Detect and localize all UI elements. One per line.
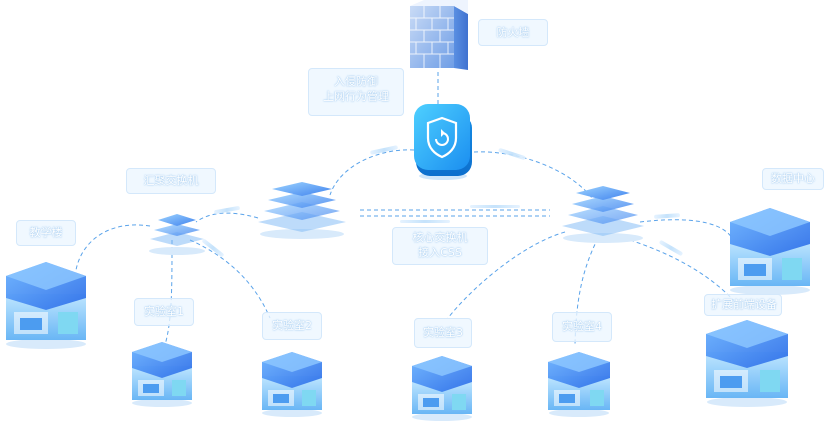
- aggregation-switch-icon: [146, 208, 208, 256]
- lab-4-icon: [544, 346, 614, 418]
- link-gateway-right-core: [473, 151, 593, 199]
- teaching-building-label: 教学楼: [16, 220, 76, 246]
- link-agg-lab2: [189, 239, 271, 319]
- lab-1-icon: [128, 336, 196, 408]
- right-core-switch-icon: [558, 180, 648, 244]
- link-right-core-lab3: [447, 231, 566, 319]
- lab-3-icon: [408, 350, 476, 422]
- left-core-switch-icon: [254, 176, 350, 240]
- expanded-device-label: 扩展前端设备: [704, 294, 782, 316]
- aggregation-switch-label: 汇聚交换机: [126, 168, 216, 194]
- link-right-core-expanded: [629, 239, 739, 306]
- lab-3-label: 实验室3: [414, 318, 472, 348]
- core-switch-label-line-1: 核心交换机: [412, 231, 468, 244]
- link-right-core-datacenter: [639, 219, 733, 239]
- link-gateway-left-core: [329, 149, 415, 196]
- lab-1-label: 实验室1: [134, 298, 194, 326]
- expanded-device-icon: [700, 312, 794, 408]
- core-switch-label: 核心交换机 接入CSS: [392, 227, 488, 265]
- link-right-core-lab4: [574, 237, 599, 346]
- security-gateway-label: 入侵防御 上网行为管理: [308, 68, 404, 116]
- security-gateway-label-line-2: 上网行为管理: [323, 90, 389, 103]
- lab-2-label: 实验室2: [262, 312, 322, 340]
- link-left-core-agg: [195, 212, 259, 223]
- teaching-building-icon: [0, 254, 92, 350]
- data-center-icon: [724, 200, 816, 296]
- link-agg-lab1: [164, 239, 173, 346]
- security-gateway-icon: [410, 102, 476, 182]
- lab-2-icon: [258, 346, 326, 418]
- lab-4-label: 实验室4: [552, 312, 612, 342]
- security-gateway-label-line-1: 入侵防御: [334, 75, 378, 88]
- link-agg-teaching: [75, 224, 151, 271]
- data-center-label: 数据中心: [762, 168, 824, 190]
- firewall-label: 防火墙: [478, 19, 548, 46]
- core-switch-label-line-2: 接入CSS: [418, 246, 462, 259]
- firewall-icon: [402, 0, 474, 74]
